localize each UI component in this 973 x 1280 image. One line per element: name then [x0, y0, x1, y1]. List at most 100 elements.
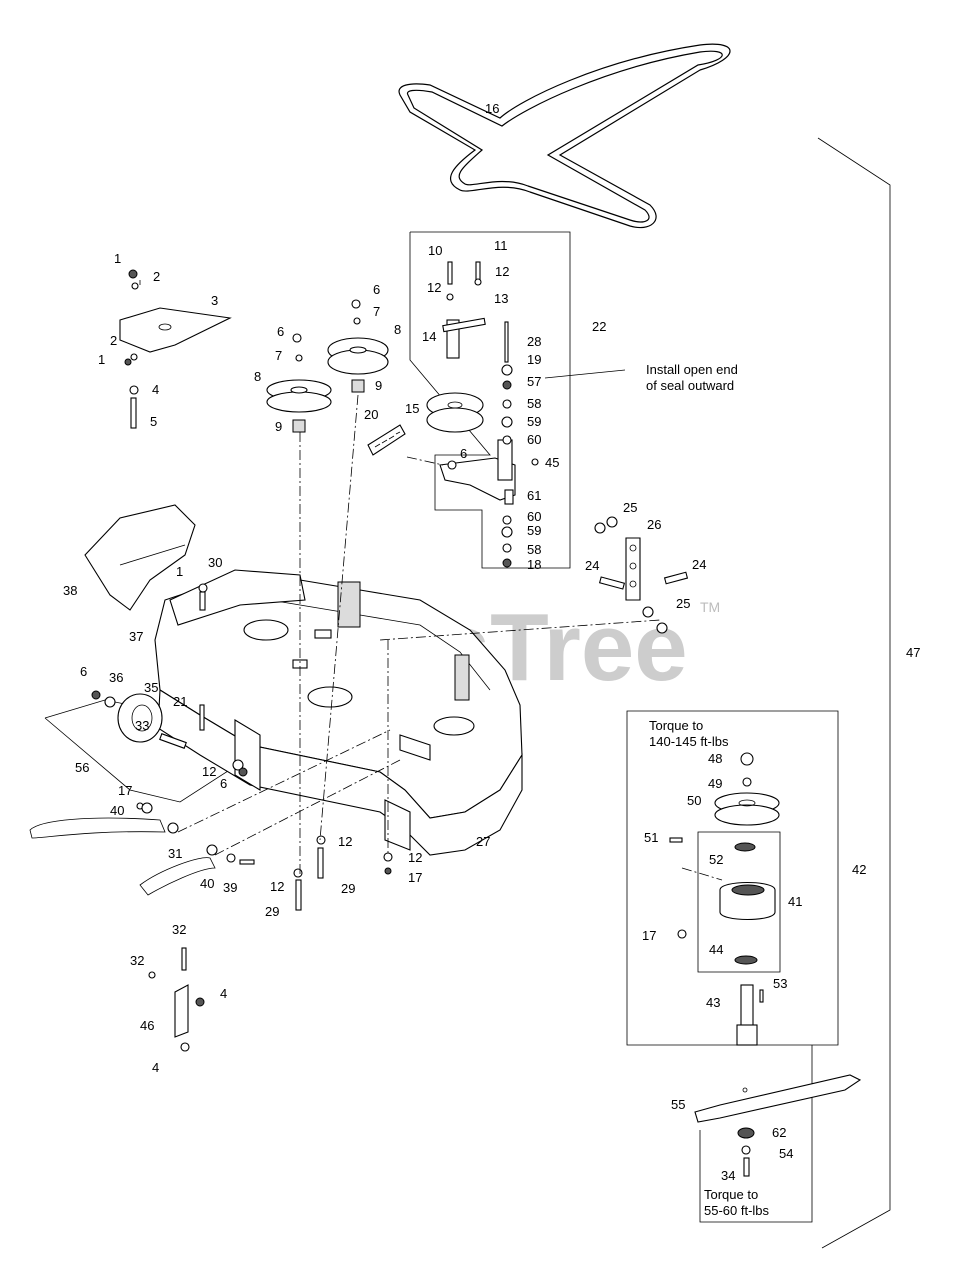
under-deck-bolts [293, 835, 393, 911]
callout-45: 45 [545, 455, 559, 470]
callout-31: 31 [168, 846, 182, 861]
callout-29: 29 [341, 881, 355, 896]
caster-wheel-assembly [91, 583, 248, 777]
spindle-assembly [669, 752, 780, 1046]
torque-note-top-line2: 140-145 ft-lbs [649, 734, 729, 749]
callout-42: 42 [852, 862, 866, 877]
callout-8: 8 [254, 369, 261, 384]
callout-17: 17 [642, 928, 656, 943]
callout-13: 13 [494, 291, 508, 306]
callout-7: 7 [373, 304, 380, 319]
callout-12: 12 [495, 264, 509, 279]
callout-58: 58 [527, 542, 541, 557]
torque-note-bottom-line1: Torque to [704, 1187, 758, 1202]
callout-62: 62 [772, 1125, 786, 1140]
idler-arm [439, 261, 539, 505]
torque-note-top-line1: Torque to [649, 718, 703, 733]
callout-32: 32 [172, 922, 186, 937]
spindle-housing-box [697, 831, 781, 973]
callout-18: 18 [527, 557, 541, 572]
seal-note-line2: of seal outward [646, 378, 734, 393]
callout-54: 54 [779, 1146, 793, 1161]
callout-28: 28 [527, 334, 541, 349]
callout-39: 39 [223, 880, 237, 895]
callout-50: 50 [687, 793, 701, 808]
anti-scalp-rollers [29, 802, 255, 896]
deck-belt [398, 43, 731, 229]
callout-14: 14 [422, 329, 436, 344]
callout-29: 29 [265, 904, 279, 919]
callout-1: 1 [98, 352, 105, 367]
callout-8: 8 [394, 322, 401, 337]
callout-4: 4 [152, 1060, 159, 1075]
callout-30: 30 [208, 555, 222, 570]
callout-25: 25 [623, 500, 637, 515]
callout-55: 55 [671, 1097, 685, 1112]
callout-6: 6 [277, 324, 284, 339]
deck-baffle-38 [84, 504, 196, 611]
spring-20 [367, 424, 406, 456]
callout-6: 6 [220, 776, 227, 791]
callout-59: 59 [527, 523, 541, 538]
callout-34: 34 [721, 1168, 735, 1183]
callout-56: 56 [75, 760, 89, 775]
callout-12: 12 [270, 879, 284, 894]
callout-12: 12 [408, 850, 422, 865]
torque-note-bottom-line2: 55-60 ft-lbs [704, 1203, 770, 1218]
spindle-assembly-box-42 [626, 710, 839, 1046]
callout-47: 47 [906, 645, 920, 660]
belt-cover-3 [119, 307, 232, 353]
callout-24: 24 [692, 557, 706, 572]
leader-lines [139, 280, 723, 881]
callout-60: 60 [527, 432, 541, 447]
callout-52: 52 [709, 852, 723, 867]
callout-27: 27 [476, 834, 490, 849]
callout-38: 38 [63, 583, 77, 598]
callout-4: 4 [152, 382, 159, 397]
callout-6: 6 [460, 446, 467, 461]
blade-box [699, 1045, 813, 1223]
watermark-tm: TM [700, 599, 720, 615]
callout-1: 1 [114, 251, 121, 266]
center-pulley-stack [327, 299, 389, 393]
callout-48: 48 [708, 751, 722, 766]
bracket-47 [817, 137, 891, 1249]
callout-16: 16 [485, 101, 499, 116]
seal-note-line1: Install open end [646, 362, 738, 377]
callout-3: 3 [211, 293, 218, 308]
callout-17: 17 [118, 783, 132, 798]
cover-hardware [124, 269, 139, 429]
callout-20: 20 [364, 407, 378, 422]
callout-12: 12 [338, 834, 352, 849]
callout-33: 33 [135, 718, 149, 733]
mower-deck-shell [154, 569, 523, 856]
callout-53: 53 [773, 976, 787, 991]
callout-37: 37 [129, 629, 143, 644]
callout-25: 25 [676, 596, 690, 611]
callout-6: 6 [80, 664, 87, 679]
callout-6: 6 [373, 282, 380, 297]
blade-55 [694, 1074, 862, 1177]
callout-32: 32 [130, 953, 144, 968]
callout-19: 19 [527, 352, 541, 367]
callout-36: 36 [109, 670, 123, 685]
callout-40: 40 [110, 803, 124, 818]
callout-numbers: 1 2 3 2 1 4 5 6 7 8 9 6 7 8 9 10 11 12 1… [63, 101, 920, 1183]
callout-7: 7 [275, 348, 282, 363]
callout-35: 35 [144, 680, 158, 695]
callout-61: 61 [527, 488, 541, 503]
callout-60: 60 [527, 509, 541, 524]
callout-2: 2 [153, 269, 160, 284]
callout-4: 4 [220, 986, 227, 1001]
callout-2: 2 [110, 333, 117, 348]
callout-44: 44 [709, 942, 723, 957]
callout-59: 59 [527, 414, 541, 429]
callout-26: 26 [647, 517, 661, 532]
callout-43: 43 [706, 995, 720, 1010]
callout-21: 21 [173, 694, 187, 709]
callout-41: 41 [788, 894, 802, 909]
left-pulley-stack [266, 333, 332, 433]
callout-22: 22 [592, 319, 606, 334]
callout-58: 58 [527, 396, 541, 411]
